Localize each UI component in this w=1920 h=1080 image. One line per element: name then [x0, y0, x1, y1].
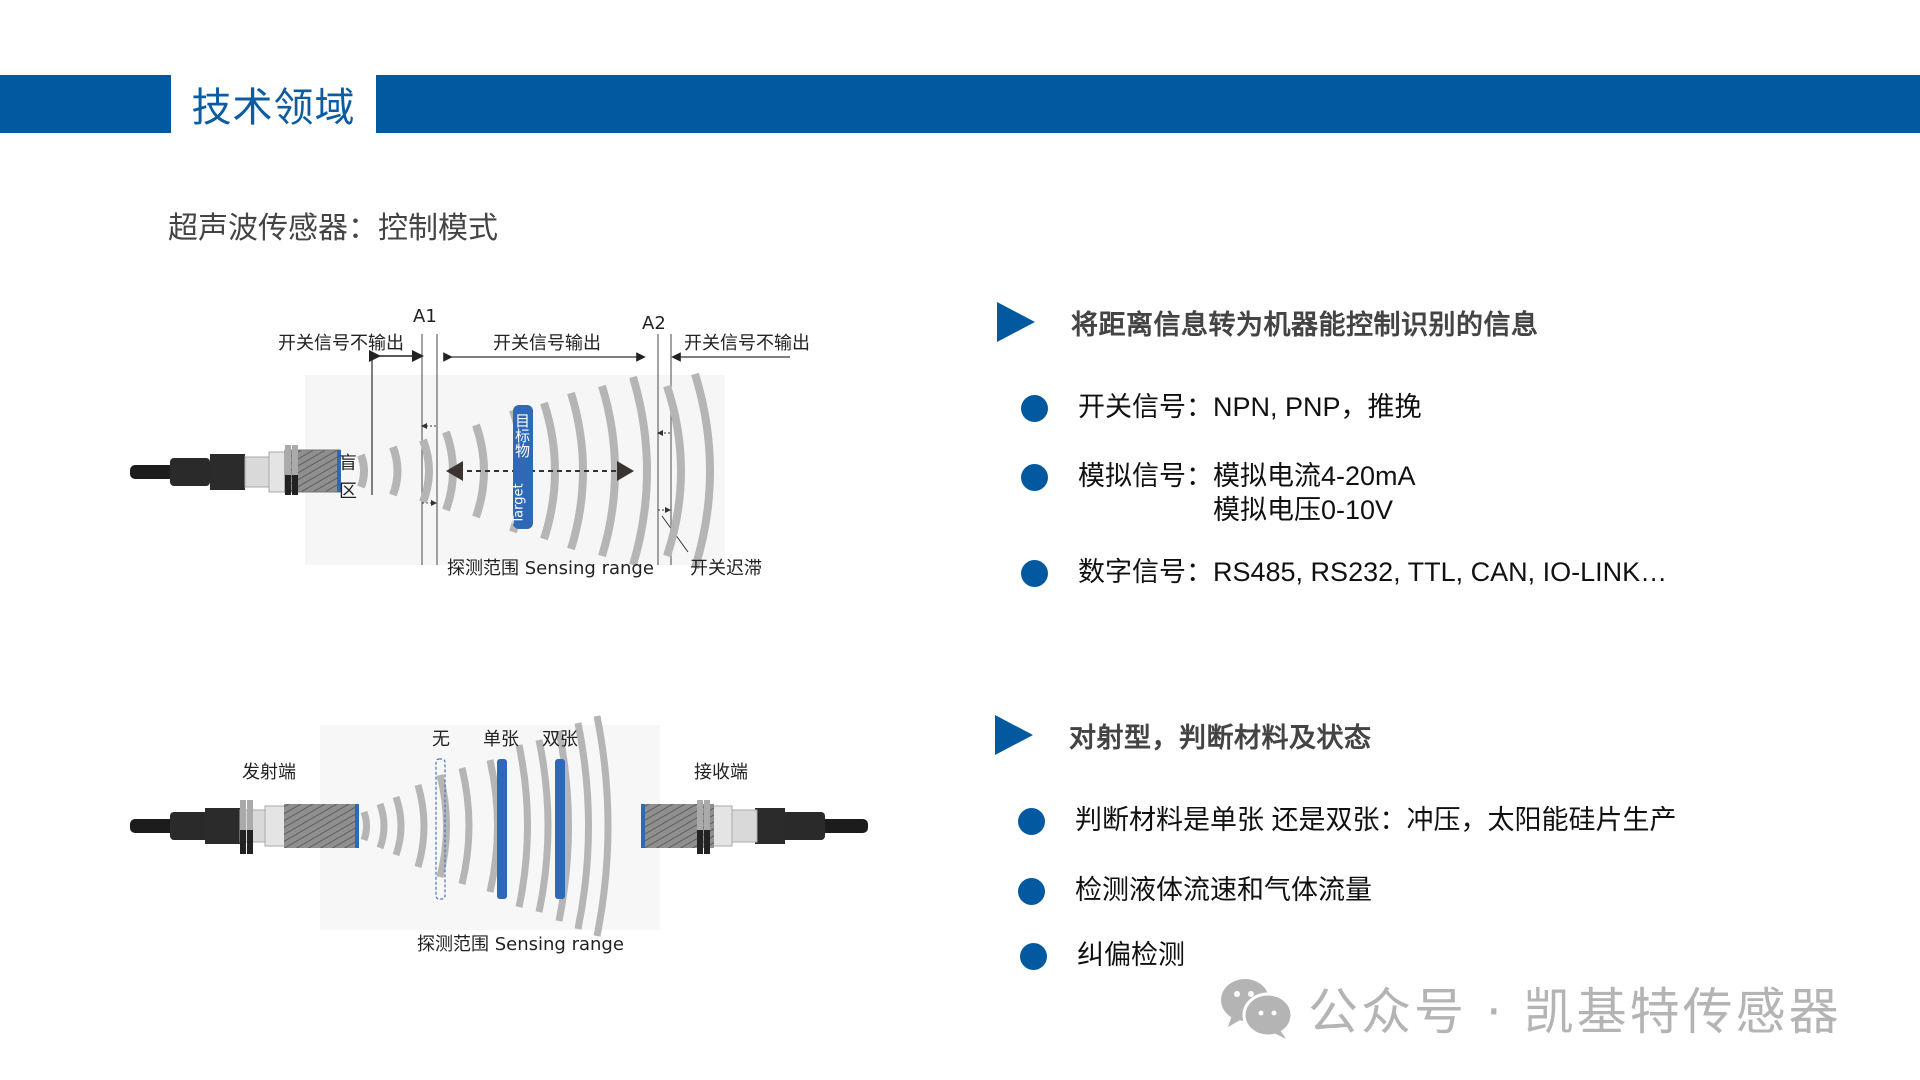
section-title: 对射型，判断材料及状态: [1069, 722, 1372, 754]
no-output-left-label: 开关信号不输出: [278, 333, 404, 354]
bullet-dot-icon: [1021, 560, 1048, 587]
subtitle: 超声波传感器：控制模式: [168, 211, 498, 246]
list-item: 检测液体流速和气体流量: [1018, 873, 1372, 907]
triangle-bullet-icon: [995, 715, 1033, 755]
triangle-bullet-icon: [997, 302, 1035, 342]
hysteresis-label: 开关迟滞: [690, 558, 762, 579]
bullet-dot-icon: [1021, 395, 1048, 422]
bullet-value: 检测液体流速和气体流量: [1075, 875, 1372, 905]
bullet-dot-icon: [1021, 464, 1048, 491]
bullet-label: 模拟信号：: [1078, 461, 1213, 491]
none-label: 无: [432, 729, 450, 750]
bullet-label: 数字信号：: [1078, 557, 1213, 587]
receiver-label: 接收端: [694, 762, 748, 783]
sensing-diagram-graphic: [130, 334, 790, 570]
sensing-range-label: 探测范围 Sensing range: [447, 558, 654, 579]
watermark-text: 公众号 · 凯基特传感器: [1308, 983, 1842, 1041]
emitter-label: 发射端: [242, 762, 296, 783]
list-item: 数字信号：RS485, RS232, TTL, CAN, IO-LINK…: [1021, 555, 1667, 589]
bullet-value: NPN, PNP，推挽: [1213, 392, 1422, 422]
single-sheet-label: 单张: [483, 729, 519, 750]
list-item: 判断材料是单张 还是双张：冲压，太阳能硅片生产: [1018, 803, 1677, 837]
bullet-value: 判断材料是单张 还是双张：冲压，太阳能硅片生产: [1075, 805, 1677, 835]
watermark: 公众号 · 凯基特传感器: [1218, 972, 1842, 1044]
page-title: 技术领域: [191, 85, 356, 131]
bullet-dot-icon: [1018, 878, 1045, 905]
sensing-range-label: 探测范围 Sensing range: [417, 934, 624, 955]
bullet-value: RS485, RS232, TTL, CAN, IO-LINK…: [1213, 557, 1668, 587]
target-en-label: Target: [511, 483, 527, 524]
list-item: 开关信号：NPN, PNP，推挽: [1021, 390, 1422, 424]
bullet-value: 纠偏检测: [1077, 940, 1185, 970]
through-beam-diagram: 发射端 接收端 无 单张 双张 探测范围 Sensing range: [0, 700, 960, 980]
no-output-right-label: 开关信号不输出: [684, 333, 810, 354]
a1-label: A1: [413, 306, 437, 327]
double-sheet-label: 双张: [542, 729, 578, 750]
wechat-icon: [1221, 979, 1294, 1039]
list-item: 模拟信号： 模拟电流4-20mA 模拟电压0-10V: [1021, 459, 1416, 527]
through-beam-graphic: [130, 715, 868, 937]
header-title-box: 技术领域: [171, 75, 376, 133]
output-label: 开关信号输出: [493, 333, 601, 354]
bullet-label: 开关信号：: [1078, 392, 1213, 422]
bullet-value: 模拟电压0-10V: [1213, 495, 1394, 525]
section-heading-1: 将距离信息转为机器能控制识别的信息: [997, 302, 1539, 342]
section-title: 将距离信息转为机器能控制识别的信息: [1071, 309, 1539, 341]
bullet-value: 模拟电流4-20mA: [1213, 461, 1416, 491]
bullet-dot-icon: [1018, 808, 1045, 835]
list-item: 纠偏检测: [1020, 938, 1185, 972]
blind-zone-label-1: 盲: [339, 453, 357, 474]
a2-label: A2: [642, 313, 666, 334]
section-heading-2: 对射型，判断材料及状态: [995, 715, 1372, 755]
blind-zone-label-2: 区: [339, 481, 357, 502]
sensing-range-diagram: A1 A2 开关信号不输出 开关信号输出 开关信号不输出 盲 区 目标物 Tar…: [0, 0, 960, 600]
target-cn-label: 目标物: [515, 412, 531, 460]
bullet-dot-icon: [1020, 943, 1047, 970]
